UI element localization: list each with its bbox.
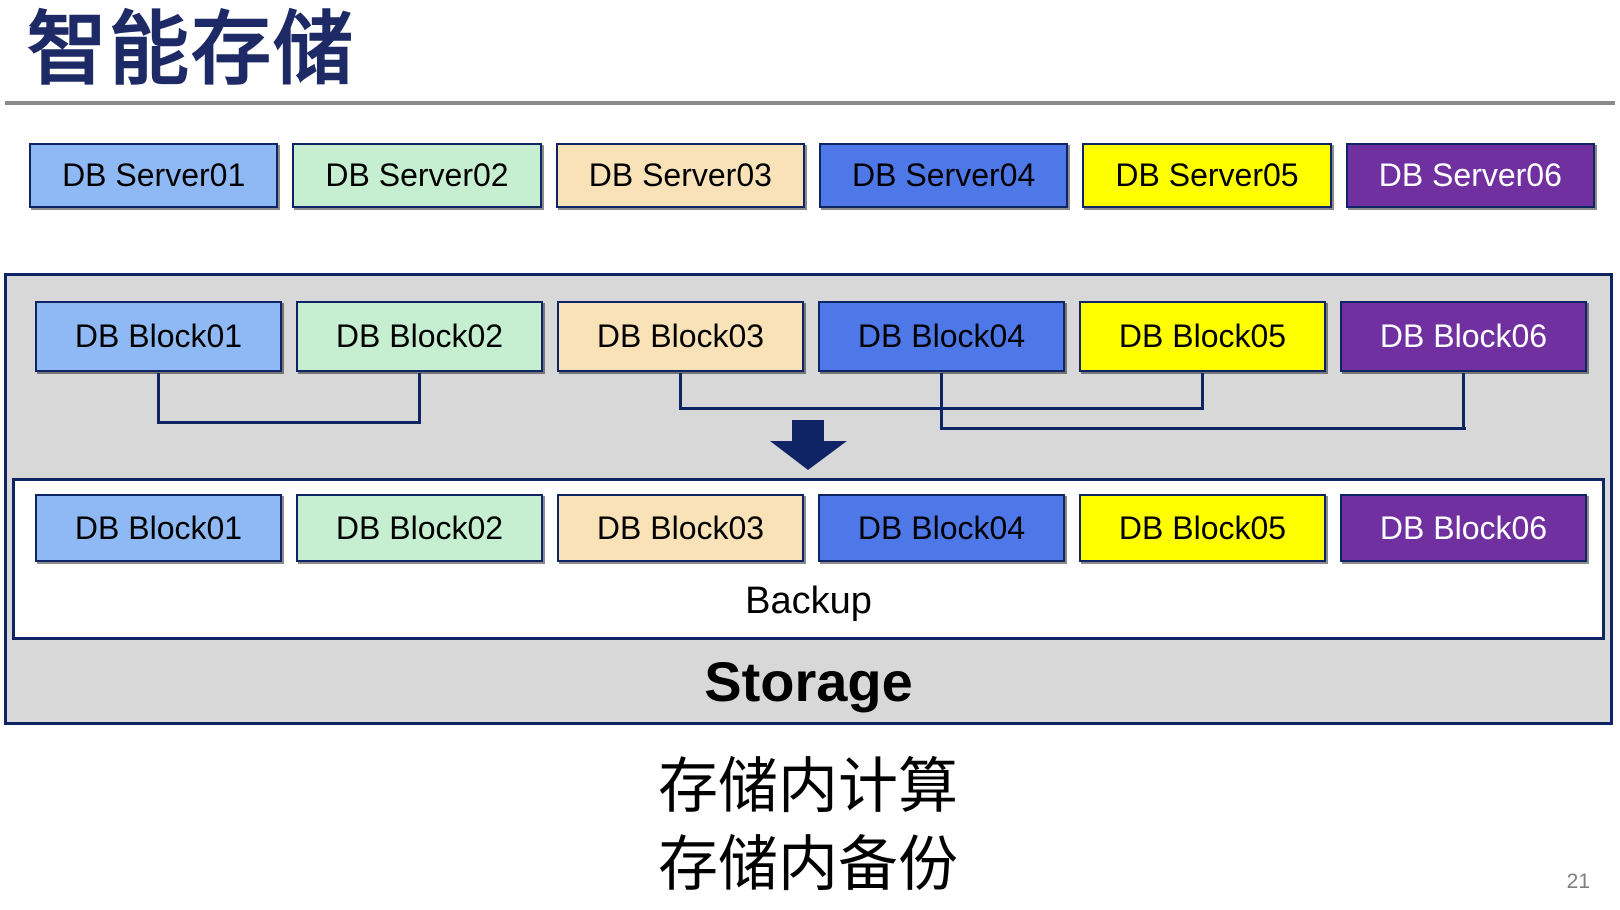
db-server-box-1: DB Server01 bbox=[29, 143, 279, 208]
connector-line bbox=[418, 373, 421, 424]
connector-line bbox=[940, 427, 1466, 430]
db-server-box-3: DB Server03 bbox=[555, 143, 805, 208]
db-block-backup-row: DB Block01 DB Block02 DB Block03 DB Bloc… bbox=[35, 494, 1587, 562]
db-block-source-box-1: DB Block01 bbox=[35, 301, 282, 372]
db-block-backup-box-6: DB Block06 bbox=[1340, 494, 1587, 562]
backup-box: DB Block01 DB Block02 DB Block03 DB Bloc… bbox=[12, 478, 1605, 640]
db-server-box-4: DB Server04 bbox=[818, 143, 1069, 208]
db-block-backup-box-2: DB Block02 bbox=[296, 494, 543, 562]
db-server-box-5: DB Server05 bbox=[1082, 143, 1332, 208]
db-server-box-6: DB Server06 bbox=[1345, 143, 1595, 208]
db-server-row: DB Server01 DB Server02 DB Server03 DB S… bbox=[29, 143, 1595, 208]
db-block-source-box-5: DB Block05 bbox=[1079, 301, 1326, 372]
captions: 存储内计算 存储内备份 bbox=[658, 748, 958, 904]
db-block-backup-box-3: DB Block03 bbox=[557, 494, 804, 562]
slide-title: 智能存储 bbox=[27, 5, 355, 94]
db-block-source-box-3: DB Block03 bbox=[557, 301, 804, 372]
backup-label: Backup bbox=[745, 579, 872, 622]
db-server-box-2: DB Server02 bbox=[292, 143, 542, 208]
connector-line bbox=[157, 373, 160, 424]
storage-container: DB Block01 DB Block02 DB Block03 DB Bloc… bbox=[4, 273, 1613, 725]
db-block-backup-box-1: DB Block01 bbox=[35, 494, 282, 562]
db-block-backup-box-4: DB Block04 bbox=[818, 494, 1065, 562]
caption-line-1: 存储内计算 bbox=[658, 753, 958, 820]
db-block-source-box-6: DB Block06 bbox=[1340, 301, 1587, 372]
db-block-source-box-2: DB Block02 bbox=[296, 301, 543, 372]
connector-line bbox=[1201, 373, 1204, 410]
storage-label: Storage bbox=[704, 649, 913, 713]
title-underline bbox=[5, 101, 1615, 105]
connector-line bbox=[679, 407, 1204, 410]
connector-line bbox=[1462, 373, 1465, 430]
down-arrow-icon bbox=[770, 420, 848, 471]
caption-line-2: 存储内备份 bbox=[658, 831, 958, 898]
connector-line bbox=[940, 373, 943, 430]
db-block-source-box-4: DB Block04 bbox=[818, 301, 1065, 372]
connector-line bbox=[157, 421, 421, 424]
connector-line bbox=[679, 373, 682, 410]
page-number: 21 bbox=[1566, 870, 1590, 893]
db-block-backup-box-5: DB Block05 bbox=[1079, 494, 1326, 562]
db-block-source-row: DB Block01 DB Block02 DB Block03 DB Bloc… bbox=[35, 301, 1587, 372]
